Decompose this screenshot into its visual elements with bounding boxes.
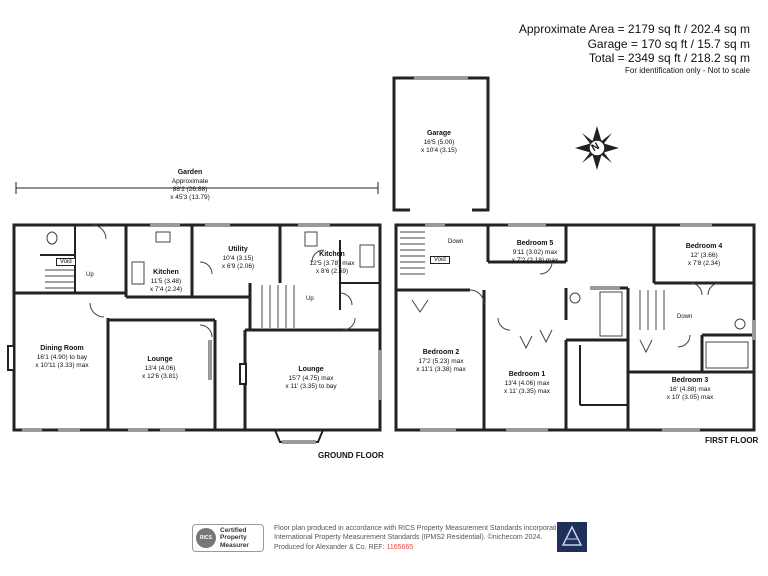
garage-line1: 16'5 (5.00) xyxy=(423,138,455,146)
kitchen-right-line2: x 8'6 (2.59) xyxy=(315,267,349,275)
ground-floor-walls xyxy=(12,182,382,432)
void-marker-ground: Void xyxy=(56,258,76,266)
lounge-middle-line1: 13'4 (4.06) xyxy=(144,364,176,372)
rics-certification-badge: RICS Certified Property Measurer xyxy=(192,524,264,552)
ground-floor-label: GROUND FLOOR xyxy=(318,451,384,460)
down-marker-first-left: Down xyxy=(448,239,464,245)
bedroom-5-line1: 9'11 (3.02) max xyxy=(512,248,558,256)
utility-name: Utility xyxy=(228,246,248,253)
garden-name: Garden xyxy=(177,169,203,176)
kitchen-left-line2: x 7'4 (2.24) xyxy=(149,285,183,293)
up-marker-ground-left: Up xyxy=(86,272,94,278)
dining-room-line2: x 10'11 (3.33) max xyxy=(35,361,89,369)
cert-line-2: Property xyxy=(220,534,247,542)
void-marker-first: Void xyxy=(430,256,450,264)
bedroom-3-name: Bedroom 3 xyxy=(671,377,709,384)
first-floor-windows xyxy=(420,223,756,432)
kitchen-right-name: Kitchen xyxy=(319,251,345,258)
bedroom-1-line2: x 11' (3.35) max xyxy=(504,387,550,395)
garden-line1: Approximate xyxy=(171,177,209,185)
bedroom-5-line2: x 7'2 (2.18) max xyxy=(511,256,559,264)
utility-line1: 10'4 (3.15) xyxy=(222,254,254,262)
lounge-right-line2: x 11' (3.35) to bay xyxy=(285,382,337,390)
bedroom-3-line2: x 10' (3.05) max xyxy=(666,393,714,401)
cert-line-3: Measurer xyxy=(220,541,249,549)
ground-floor-fixtures xyxy=(7,224,375,443)
reference-number: 1165665 xyxy=(386,543,414,551)
bedroom-2-line1: 17'2 (5.23) max xyxy=(418,357,464,365)
dining-room-name: Dining Room xyxy=(40,345,84,352)
down-marker-first-right: Down xyxy=(677,314,693,320)
garden-line3: x 45'3 (13.79) xyxy=(170,194,210,201)
agent-logo-mark-icon xyxy=(561,525,583,546)
bedroom-4-name: Bedroom 4 xyxy=(685,243,723,250)
bedroom-1-name: Bedroom 1 xyxy=(508,371,546,378)
lounge-right-line1: 15'7 (4.75) max xyxy=(288,374,334,382)
lounge-middle-label: Lounge 13'4 (4.06) x 12'6 (3.81) xyxy=(142,356,178,381)
bedroom-2-line2: x 11'1 (3.38) max xyxy=(416,365,466,373)
lounge-right-label: Lounge 15'7 (4.75) max x 11' (3.35) to b… xyxy=(285,366,336,391)
first-floor-label: FIRST FLOOR xyxy=(705,436,759,445)
garage-name: Garage xyxy=(426,130,452,137)
bedroom-5-name: Bedroom 5 xyxy=(516,240,554,247)
identification-note: For identification only - Not to scale xyxy=(625,66,750,75)
ground-floor-windows xyxy=(22,223,382,444)
garage-line2: x 10'4 (3.15) xyxy=(421,146,457,154)
lounge-middle-name: Lounge xyxy=(147,356,173,363)
bedroom-2-label: Bedroom 2 17'2 (5.23) max x 11'1 (3.38) … xyxy=(416,349,466,374)
dining-room-line1: 16'1 (4.90) to bay xyxy=(36,353,88,361)
cert-line-1: Certified xyxy=(220,527,247,534)
garage-area-text: Garage = 170 sq ft / 15.7 sq m xyxy=(587,37,750,51)
bedroom-3-line1: 16' (4.88) max xyxy=(669,385,711,393)
utility-label: Utility 10'4 (3.15) x 6'9 (2.06) xyxy=(222,246,254,271)
footer-line-1: Floor plan produced in accordance with R… xyxy=(274,525,565,532)
lounge-middle-line2: x 12'6 (3.81) xyxy=(142,372,178,380)
kitchen-right-line1: 12'5 (3.78) max xyxy=(309,259,355,267)
kitchen-left-line1: 11'5 (3.48) xyxy=(150,277,182,285)
garden-label: Garden Approximate 88'2 (26.88) x 45'3 (… xyxy=(170,169,210,202)
compass-rose xyxy=(575,126,619,170)
dining-room-label: Dining Room 16'1 (4.90) to bay x 10'11 (… xyxy=(35,345,88,370)
rics-certified-text: Certified Property Measurer xyxy=(220,527,249,549)
bedroom-4-line1: 12' (3.66) xyxy=(690,251,718,259)
bedroom-1-label: Bedroom 1 13'4 (4.06) max x 11' (3.35) m… xyxy=(504,371,550,396)
bedroom-3-label: Bedroom 3 16' (4.88) max x 10' (3.05) ma… xyxy=(667,377,713,402)
utility-line2: x 6'9 (2.06) xyxy=(221,262,255,270)
bedroom-1-line1: 13'4 (4.06) max xyxy=(504,379,550,387)
approximate-area-text: Approximate Area = 2179 sq ft / 202.4 sq… xyxy=(518,22,750,36)
garage-outline xyxy=(392,76,490,212)
bedroom-5-label: Bedroom 5 9'11 (3.02) max x 7'2 (2.18) m… xyxy=(512,240,558,265)
lounge-right-name: Lounge xyxy=(298,366,324,373)
first-floor-fixtures xyxy=(400,231,749,369)
kitchen-left-name: Kitchen xyxy=(153,269,179,276)
kitchen-left-label: Kitchen 11'5 (3.48) x 7'4 (2.24) xyxy=(150,269,182,294)
total-area-text: Total = 2349 sq ft / 218.2 sq m xyxy=(588,51,750,65)
garage-label: Garage 16'5 (5.00) x 10'4 (3.15) xyxy=(421,130,457,155)
kitchen-right-label: Kitchen 12'5 (3.78) max x 8'6 (2.59) xyxy=(310,251,355,276)
footer-line-3: Produced for Alexander & Co. REF: xyxy=(274,543,385,551)
bedroom-4-line2: x 7'8 (2.34) xyxy=(687,259,721,267)
agent-logo xyxy=(557,522,587,552)
up-marker-ground-right: Up xyxy=(306,296,314,302)
footer-line-2: International Property Measurement Stand… xyxy=(274,534,543,542)
footer-disclaimer: Floor plan produced in accordance with R… xyxy=(274,524,564,552)
bedroom-2-name: Bedroom 2 xyxy=(422,349,460,356)
rics-logo: RICS xyxy=(196,528,216,548)
bedroom-4-label: Bedroom 4 12' (3.66) x 7'8 (2.34) xyxy=(686,243,723,268)
garden-line2: 88'2 (26.88) xyxy=(172,185,208,193)
